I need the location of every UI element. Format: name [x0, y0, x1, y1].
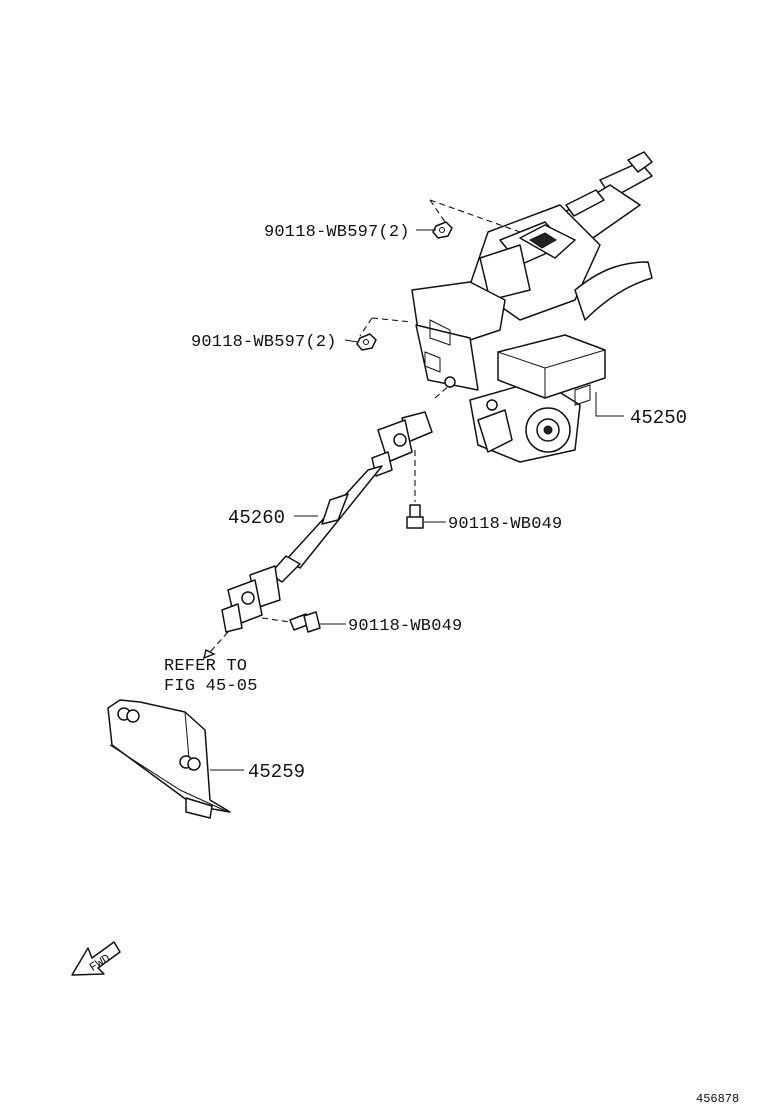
callout-bolt-upper: 90118-WB049 [448, 515, 562, 534]
steering-column-assembly [411, 151, 653, 463]
intermediate-shaft [221, 411, 433, 633]
fwd-arrow-icon: FWD [71, 941, 121, 976]
nut-lower-part [356, 333, 377, 351]
refer-line-2: FIG 45-05 [164, 677, 258, 696]
callout-cover: 45259 [248, 761, 305, 783]
nut-upper-part [432, 221, 453, 239]
callout-nut-upper: 90118-WB597(2) [264, 223, 410, 242]
callout-intermediate-shaft: 45260 [228, 507, 285, 529]
callout-nut-lower: 90118-WB597(2) [191, 333, 337, 352]
callout-column-assy: 45250 [630, 407, 687, 429]
bolt-upper-part [406, 504, 424, 529]
figure-number: 456878 [696, 1092, 739, 1106]
leader-lines [202, 199, 624, 771]
bolt-lower-part [289, 611, 321, 633]
refer-line-1: REFER TO [164, 657, 247, 676]
callout-bolt-lower: 90118-WB049 [348, 617, 462, 636]
column-cover [107, 699, 231, 819]
